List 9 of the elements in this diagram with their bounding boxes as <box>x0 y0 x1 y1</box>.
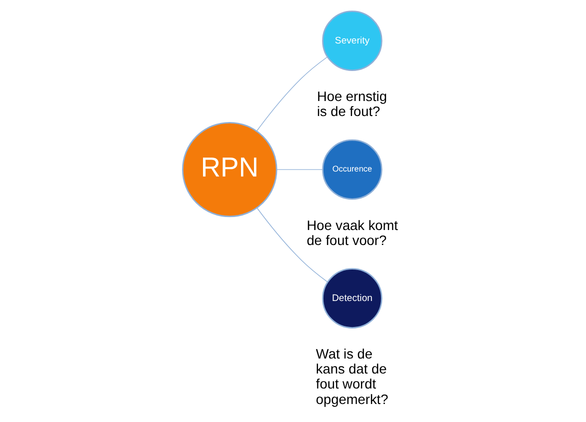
connector <box>276 169 324 170</box>
connector <box>256 208 328 282</box>
node-circle: Severity <box>322 10 382 71</box>
node-circle: Detection <box>322 268 382 328</box>
connector <box>256 56 328 132</box>
node-label: Hoe ernstig is de fout? <box>316 89 387 120</box>
node-circle: RPN <box>182 122 278 218</box>
node-label: Wat is de kans dat de fout wordt opgemerkt? <box>316 346 388 407</box>
node-label: Hoe vaak komt de fout voor? <box>306 218 398 248</box>
